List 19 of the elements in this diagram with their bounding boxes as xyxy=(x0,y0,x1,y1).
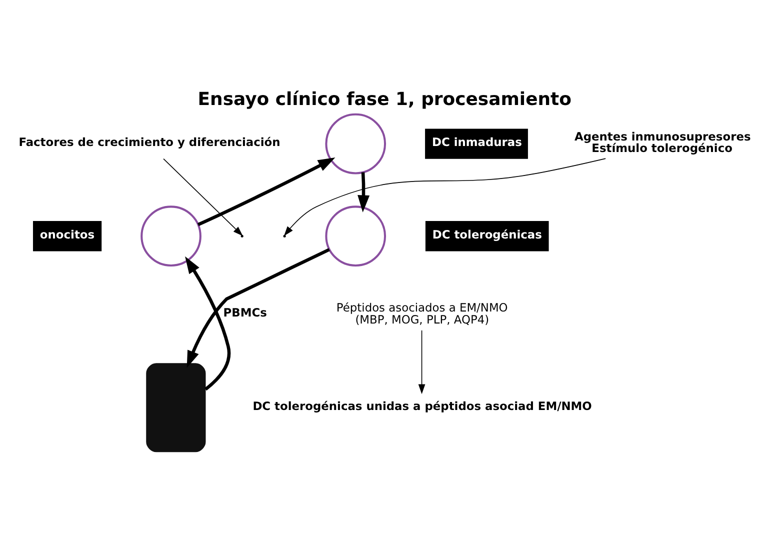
node-text: DC tolerogénicas unidas a péptidos asociad EM/NMO xyxy=(252,398,592,413)
arrow xyxy=(418,330,426,394)
arrow xyxy=(186,248,330,368)
node-person xyxy=(146,363,206,452)
node-label: DC tolerogénicas xyxy=(432,227,542,242)
node-label: DC inmaduras xyxy=(432,135,522,150)
node-circle xyxy=(140,206,202,267)
edge-label: PBMCs xyxy=(223,306,267,320)
node-text: Agentes inmunosupresores Estímulo tolerogénico xyxy=(574,130,751,156)
node-text: Factores de crecimiento y diferenciación xyxy=(18,135,280,150)
node-text: Péptidos asociados a EM/NMO (MBP, MOG, PLP, AQP4) xyxy=(336,300,508,327)
arrow xyxy=(185,256,231,391)
arrow xyxy=(358,172,370,212)
diagram-title: Ensayo clínico fase 1, procesamiento xyxy=(198,89,572,110)
node-circle xyxy=(325,206,386,267)
arrow xyxy=(197,158,336,226)
node-label: onocitos xyxy=(40,227,95,242)
node-circle xyxy=(325,113,386,174)
arrow xyxy=(163,158,243,236)
